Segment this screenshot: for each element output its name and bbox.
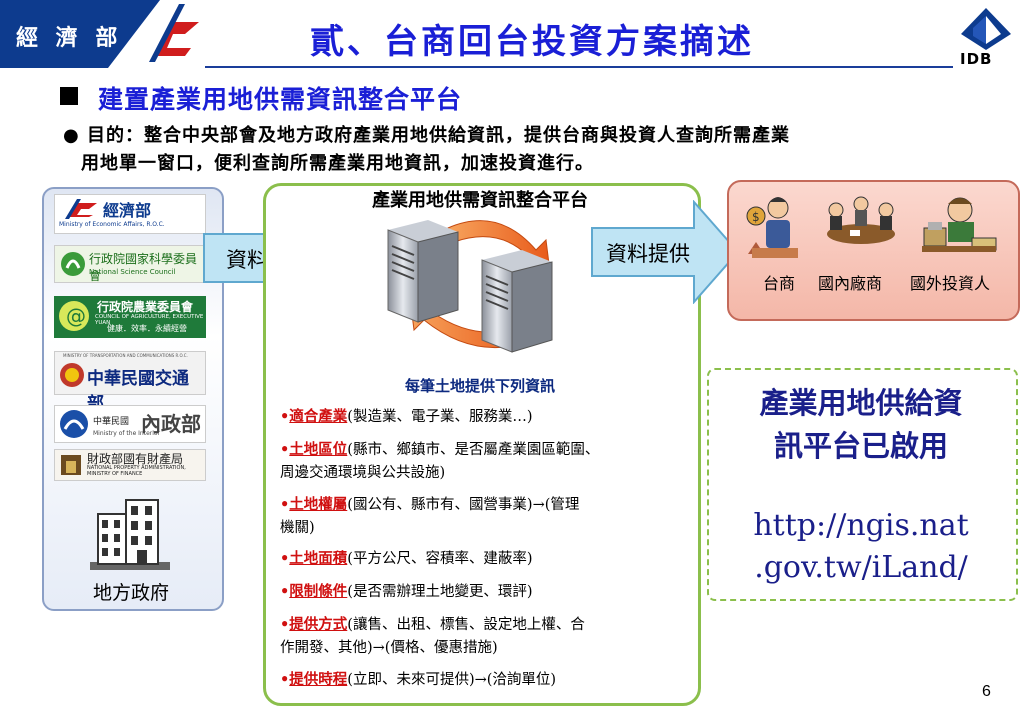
info-item-detail-cont: 機關)	[280, 520, 315, 536]
nsc-agency-name: 行政院國家科學委員會	[89, 252, 198, 283]
server-right-icon	[481, 250, 553, 353]
ministry-label: 經 濟 部	[16, 26, 123, 51]
info-item-key: 適合產業	[289, 408, 348, 425]
svg-text:@: @	[66, 304, 86, 328]
info-item-detail: (讓售、出租、標售、設定地上權、合	[347, 617, 585, 633]
info-bullet: •	[280, 616, 290, 633]
page-number: 6	[982, 683, 991, 700]
coa-agency-en: COUNCIL OF AGRICULTURE, EXECUTIVE YUAN	[95, 314, 204, 326]
moi-agency-prefix: 中華民國	[93, 417, 130, 427]
info-item-key: 土地區位	[289, 441, 348, 458]
launch-notice-panel	[707, 368, 1018, 601]
purpose-line-2: 用地單一窗口，便利查詢所需產業用地資訊，加速投資進行。	[81, 153, 594, 174]
info-item: •提供時程(立即、未來可提供)→(洽詢單位)	[280, 668, 685, 692]
taishang-people-icon: $	[746, 197, 798, 258]
coa-mark-icon: @	[59, 301, 89, 331]
purpose-line-1-text: 目的：整合中央部會及地方政府產業用地供給資訊，提供台商與投資人查詢所需產業	[87, 125, 790, 146]
info-bullet: •	[280, 441, 290, 458]
purpose-line-1: ● 目的：整合中央部會及地方政府產業用地供給資訊，提供台商與投資人查詢所需產業	[63, 122, 963, 150]
square-bullet-icon	[60, 87, 78, 105]
info-item-detail: (是否需辦理土地變更、環評)	[347, 584, 533, 600]
coa-agency-name: 行政院農業委員會	[97, 300, 194, 314]
moea-agency-en: Ministry of Economic Affairs, R.O.C.	[59, 221, 165, 228]
info-item-key: 限制條件	[289, 583, 348, 600]
section-heading: 建置產業用地供需資訊整合平台	[98, 85, 463, 114]
info-item: •提供方式(讓售、出租、標售、設定地上權、合 作開發、其他)→(價格、優惠措施)	[280, 613, 685, 660]
info-item: •土地面積(平方公尺、容積率、建蔽率)	[280, 547, 685, 571]
npa-emblem-icon	[61, 455, 81, 475]
info-item: •限制條件(是否需辦理土地變更、環評)	[280, 580, 685, 604]
info-item-detail: (製造業、電子業、服務業…)	[347, 409, 533, 425]
motc-agency-logo: MINISTRY OF TRANSPORTATION AND COMMUNICA…	[54, 351, 206, 414]
server-left-icon	[387, 220, 459, 323]
info-item: •土地區位(縣市、鄉鎮市、是否屬產業園區範圍、 周邊交通環境與公共設施)	[280, 438, 685, 485]
moi-agency-en: Ministry of the Interior	[93, 430, 161, 437]
user-label-foreign: 國外投資人	[910, 274, 991, 293]
info-bullet: •	[280, 496, 290, 513]
info-bullet: •	[280, 671, 290, 688]
moi-agency-name: 內政部	[141, 412, 201, 436]
local-government-label: 地方政府	[92, 582, 169, 604]
data-provision-label: 資料提供	[606, 242, 690, 266]
info-item-key: 土地權屬	[289, 496, 348, 513]
moea-logo-icon	[135, 4, 205, 66]
info-item-detail-cont: 作開發、其他)→(價格、優惠措施)	[280, 640, 498, 656]
purpose-text: ● 目的：整合中央部會及地方政府產業用地供給資訊，提供台商與投資人查詢所需產業 …	[63, 122, 963, 178]
server-sync-icon	[387, 220, 553, 353]
coa-agency-motto: 健康．效率．永續經營	[107, 324, 187, 333]
info-item-detail: (立即、未來可提供)→(洽詢單位)	[347, 672, 557, 688]
info-item-detail: (國公有、縣市有、國營事業)→(管理	[347, 497, 580, 513]
title-divider	[205, 66, 953, 68]
moea-agency-logo: 經濟部 Ministry of Economic Affairs, R.O.C.	[54, 194, 206, 234]
npa-agency-en-2: MINISTRY OF FINANCE	[87, 471, 143, 477]
npa-agency-logo: 財政部國有財產局 NATIONAL PROPERTY ADMINISTRATIO…	[54, 449, 206, 481]
launch-notice-text: 產業用地供給資 訊平台已啟用	[712, 382, 1010, 468]
info-item: •適合產業(製造業、電子業、服務業…)	[280, 405, 685, 429]
nsc-agency-en: National Science Council	[89, 268, 176, 276]
coa-agency-logo: @ 行政院農業委員會 COUNCIL OF AGRICULTURE, EXECU…	[54, 296, 206, 338]
info-item-detail-cont: 周邊交通環境與公共設施)	[280, 465, 446, 481]
platform-url-line-2[interactable]: .gov.tw/iLand/	[754, 550, 968, 585]
info-item-key: 提供方式	[289, 616, 348, 633]
foreign-investor-icon	[922, 197, 997, 252]
info-bullet: •	[280, 550, 290, 567]
moi-emblem-icon	[60, 410, 88, 438]
info-item-key: 提供時程	[289, 671, 348, 688]
moea-mark-icon	[65, 199, 97, 219]
info-bullet: •	[280, 583, 290, 600]
svg-text:$: $	[752, 210, 760, 224]
info-item: •土地權屬(國公有、縣市有、國營事業)→(管理 機關)	[280, 493, 685, 540]
platform-url-line-1[interactable]: http://ngis.nat	[753, 508, 969, 543]
info-heading: 每筆土地提供下列資訊	[404, 377, 555, 395]
domestic-firms-meeting-icon	[827, 196, 895, 244]
moea-agency-name: 經濟部	[103, 201, 152, 220]
platform-url-link[interactable]: http://ngis.nat .gov.tw/iLand/	[712, 505, 1010, 589]
motc-emblem-icon	[60, 363, 84, 387]
nsc-mark-icon	[61, 252, 85, 276]
motc-agency-en: MINISTRY OF TRANSPORTATION AND COMMUNICA…	[63, 353, 188, 358]
user-label-domestic: 國內廠商	[818, 274, 883, 293]
page-title: 貳、台商回台投資方案摘述	[310, 22, 754, 62]
info-item-key: 土地面積	[289, 550, 348, 567]
npa-agency-en-1: NATIONAL PROPERTY ADMINISTRATION,	[87, 465, 186, 471]
round-bullet-icon: ●	[63, 125, 80, 146]
launch-notice-line-1: 產業用地供給資	[759, 386, 963, 420]
npa-agency-name: 財政部國有財產局	[87, 452, 184, 466]
idb-logo-text: IDB	[960, 50, 993, 68]
local-government-building-icon	[90, 499, 170, 570]
info-item-detail: (平方公尺、容積率、建蔽率)	[347, 551, 533, 567]
nsc-agency-logo: 行政院國家科學委員會 National Science Council	[54, 245, 206, 283]
info-bullet: •	[280, 408, 290, 425]
launch-notice-line-2: 訊平台已啟用	[773, 429, 948, 463]
user-label-taishang: 台商	[763, 274, 796, 293]
platform-title: 產業用地供需資訊整合平台	[372, 190, 588, 211]
data-provision-arrow	[591, 200, 740, 304]
info-item-detail: (縣市、鄉鎮市、是否屬產業園區範圍、	[347, 442, 600, 458]
idb-logo-icon	[961, 8, 1011, 50]
moi-agency-logo: 中華民國 內政部 Ministry of the Interior	[54, 405, 206, 443]
